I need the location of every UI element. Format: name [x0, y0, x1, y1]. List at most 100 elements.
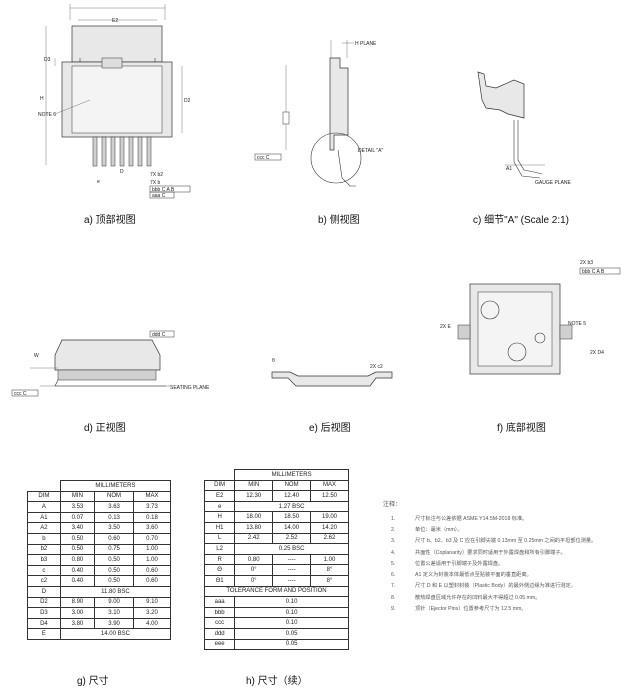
t1-header: NOM: [94, 490, 135, 503]
t1-cell: 0.50: [94, 554, 135, 566]
t2-tol-cell: 0.10: [234, 596, 349, 608]
t1-corner: [27, 480, 61, 492]
note-number: 3.: [391, 538, 396, 545]
t1-cell: E: [27, 628, 61, 640]
note-item: 3.尺寸 b、b2、b3 及 C 应在引脚尖端 0.13mm 至 0.25mm …: [383, 538, 623, 545]
t2-tol-cell: 0.05: [234, 638, 349, 651]
t1-cell: 0.18: [133, 511, 171, 524]
dim-e-label: e: [97, 179, 100, 185]
t1-cell: 0.50: [59, 543, 96, 556]
t2-cell: 14.20: [310, 521, 349, 534]
fcf-aaa-label: aaa C: [152, 193, 166, 199]
t2-cell: Θ1: [203, 574, 236, 587]
dim-b2-label: 7X b2: [150, 172, 163, 178]
note-number: 4.: [391, 549, 396, 556]
t1-cell: 1.00: [133, 554, 171, 566]
t1-unit: MILLIMETERS: [59, 480, 172, 492]
t2-tol-cell: ccc: [203, 617, 236, 629]
t2-cell: 18.00: [234, 511, 274, 523]
t2-cell: 0°: [234, 574, 274, 587]
t2-cell: 19.00: [310, 511, 349, 523]
t2-cell: 0.80: [234, 553, 274, 566]
t2-header: MIN: [234, 479, 274, 492]
dim-e2-label: E2: [112, 18, 118, 24]
note-text: 散热焊盘区域允许存在的凹料最大不得超过 0.05 mm。: [415, 594, 541, 601]
dim-2xe-label: 2X E: [440, 324, 452, 330]
note-item: 1.尺寸标注与公差依据 ASME Y14.5M-2018 标准。: [383, 516, 623, 523]
t2-cell: 8°: [310, 564, 349, 576]
t2-tol-cell: 0.05: [234, 627, 349, 640]
dim-d3-label: D3: [44, 57, 51, 63]
t1-cell: 14.00 BSC: [59, 628, 172, 640]
t2-header: MAX: [310, 479, 349, 492]
note-text: 尺寸 D 和 E 以塑封封装（Plastic Body）的最外侧边缘为准进行测定…: [415, 583, 576, 590]
t1-header: MIN: [59, 490, 96, 503]
t1-cell: 0.60: [94, 532, 135, 545]
t2-cell: 14.00: [272, 521, 312, 534]
note-item: 5.位置公差适用于引脚端子及外露焊盘。: [383, 561, 623, 568]
t2-cell: e: [203, 500, 236, 513]
fcf-ccc-label: ccc C: [257, 155, 270, 161]
note-text: 尺寸标注与公差依据 ASME Y14.5M-2018 标准。: [415, 515, 528, 522]
t1-cell: 3.60: [133, 522, 171, 534]
caption-front-view: d) 正视图: [84, 423, 126, 434]
t1-cell: A2: [27, 522, 61, 534]
t1-cell: 0.40: [59, 575, 96, 587]
t1-cell: 3.73: [133, 501, 171, 513]
front-view-drawing: ddd C SEATING PLANE W ccc C: [11, 330, 210, 397]
note-text: 单位：毫米（mm）。: [415, 527, 463, 534]
t2-cell: 8°: [310, 574, 349, 587]
dim-h-label: H: [40, 96, 44, 102]
t1-cell: D: [27, 585, 61, 598]
t1-cell: 0.70: [133, 532, 171, 545]
caption-detail-a: c) 细节"A" (Scale 2:1): [473, 215, 570, 226]
t1-cell: 9.10: [133, 596, 171, 609]
t1-cell: 0.13: [94, 511, 135, 524]
note-number: 9.: [391, 605, 396, 612]
t2-header: NOM: [272, 479, 312, 492]
dim-d-label: D: [120, 169, 124, 175]
fcf-ddd-label: ddd C: [152, 332, 166, 338]
t2-cell: 13.80: [234, 521, 274, 534]
t1-cell: D4: [27, 617, 61, 630]
t2-corner: [204, 469, 236, 481]
t2-cell: Θ: [203, 564, 236, 576]
caption-top-view: a) 顶部视图: [84, 215, 136, 226]
caption-bottom-view: f) 底部视图: [497, 423, 546, 434]
caption-dimensions-cont: h) 尺寸（续）: [246, 676, 308, 687]
fcf-bbb2-label: bbb C A B: [582, 269, 605, 275]
t2-tol-title: TOLERANCE FORM AND POSITION: [204, 585, 349, 598]
t2-cell: 18.50: [272, 511, 312, 523]
t1-cell: 3.40: [59, 522, 96, 534]
note-item: 8. 散热焊盘区域允许存在的凹料最大不得超过 0.05 mm。: [383, 595, 623, 602]
t1-cell: 3.63: [94, 501, 135, 513]
t2-cell: E2: [203, 490, 236, 502]
t2-tol-cell: 0.10: [234, 606, 349, 619]
dim-a1-detail: A1: [506, 166, 512, 172]
t1-cell: 3.10: [94, 607, 135, 619]
bottom-view-drawing: 2X b3 bbb C A B 2X E 2X D4 NOTE 5: [440, 260, 621, 375]
note-number: 2.: [391, 527, 396, 534]
note-item: 4. 共面性（Coplanarity）要求同时适用于外露焊盘和所有引脚端子。: [383, 550, 623, 557]
note-number: 8.: [391, 594, 396, 601]
note-item: 9.顶针（Ejector Pins）位置参考尺寸为 12.5 mm。: [383, 606, 623, 613]
t2-cell: R: [203, 553, 236, 566]
note-number: 6.: [391, 572, 396, 579]
fcf-ccc2-label: ccc C: [14, 391, 27, 397]
note-text: 共面性（Coplanarity）要求同时适用于外露焊盘和所有引脚端子。: [415, 549, 566, 556]
